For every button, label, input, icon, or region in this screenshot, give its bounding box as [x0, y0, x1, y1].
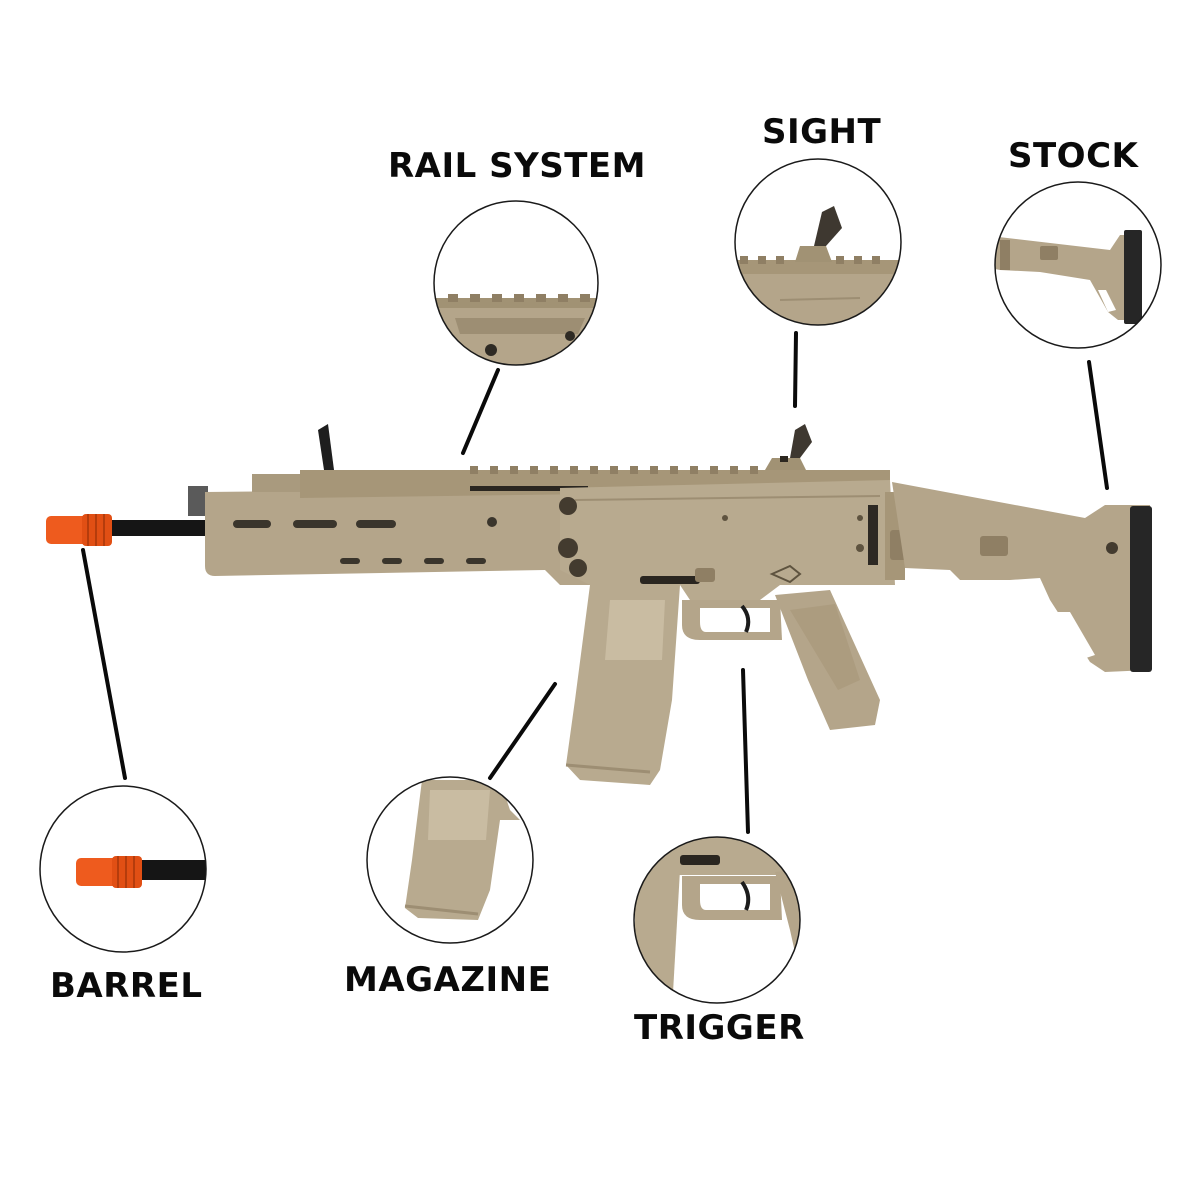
barrel-leader-line — [81, 548, 127, 780]
rear-sight — [765, 424, 812, 470]
barrel-tube — [110, 520, 220, 536]
magazine-leader-line — [488, 682, 557, 780]
barrel-zoom-circle — [39, 785, 207, 953]
orange-tip — [46, 514, 112, 546]
sight-zoom-circle — [734, 158, 902, 326]
rail-system-zoom-circle — [433, 200, 599, 366]
trigger-leader-line — [741, 668, 750, 834]
trigger-label: TRIGGER — [634, 1008, 805, 1048]
handguard — [205, 488, 600, 585]
sight-leader-line — [793, 331, 798, 408]
magazine-zoom-circle — [366, 776, 534, 944]
rifle — [46, 424, 1152, 785]
butt-pad — [1130, 506, 1152, 672]
stock — [892, 482, 1150, 672]
trigger-blade — [740, 604, 751, 633]
rail-leader-line — [461, 368, 500, 455]
receiver — [560, 480, 895, 600]
barrel-label: BARREL — [50, 966, 203, 1006]
stock-label: STOCK — [1008, 136, 1139, 176]
rail-system-label: RAIL SYSTEM — [388, 146, 646, 186]
sight-label: SIGHT — [762, 112, 882, 152]
leader-lines — [81, 331, 1109, 834]
stock-zoom-circle — [994, 181, 1162, 349]
trigger-zoom-circle — [633, 836, 801, 1004]
stock-leader-line — [1087, 360, 1109, 490]
front-sight — [318, 424, 334, 470]
magazine-label: MAGAZINE — [344, 960, 552, 1000]
